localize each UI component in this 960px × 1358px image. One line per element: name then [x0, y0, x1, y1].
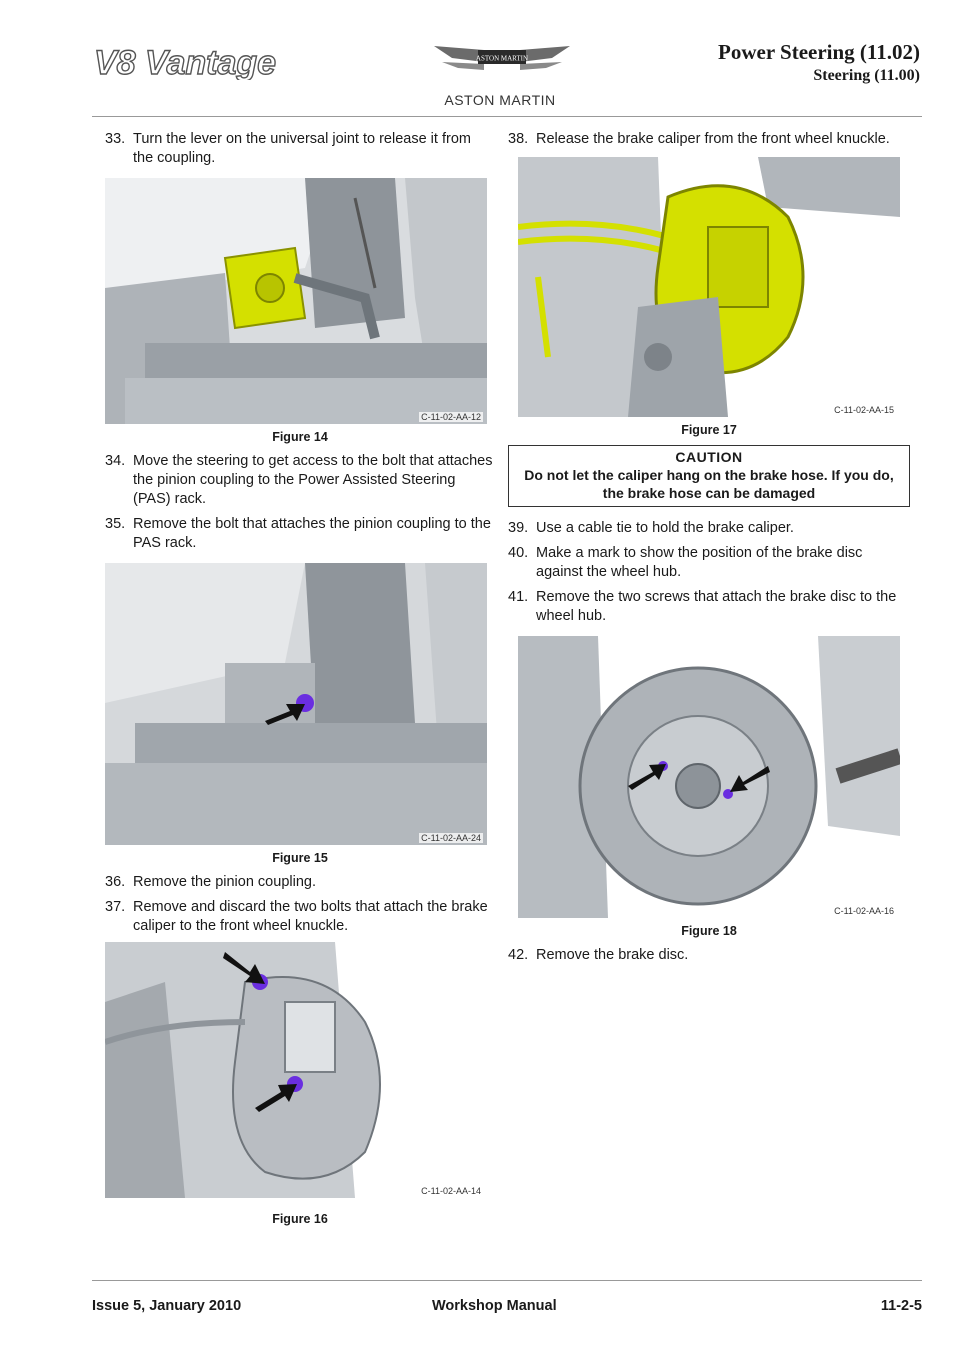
- step-35: 35. Remove the bolt that attaches the pi…: [105, 516, 491, 551]
- figure-16-caption: Figure 16: [272, 1212, 328, 1226]
- figure-14-image: C-11-02-AA-12: [105, 178, 487, 424]
- model-logo-text: V8 Vantage: [94, 44, 276, 80]
- step-39: 39. Use a cable tie to hold the brake ca…: [508, 520, 794, 536]
- v8-vantage-logo: V8 Vantage: [92, 43, 308, 82]
- caution-text: Do not let the caliper hang on the brake…: [524, 467, 894, 501]
- figure-18-caption: Figure 18: [681, 924, 737, 938]
- figure-18-code: C-11-02-AA-16: [832, 906, 896, 916]
- footer-issue: Issue 5, January 2010: [92, 1298, 242, 1314]
- figure-16-image: C-11-02-AA-14: [105, 942, 487, 1198]
- figure-15-caption: Figure 15: [272, 851, 328, 865]
- footer-rule: [92, 1280, 922, 1281]
- section-title: Power Steering (11.02) Steering (11.00): [718, 40, 920, 85]
- page-header: V8 Vantage ASTON MARTIN ASTON MARTIN Pow…: [0, 0, 960, 120]
- step-33: 33. Turn the lever on the universal join…: [105, 131, 471, 166]
- step-34: 34. Move the steering to get access to t…: [105, 453, 493, 507]
- section-name: Power Steering (11.02): [718, 40, 920, 64]
- step-40: 40. Make a mark to show the position of …: [508, 545, 863, 580]
- step-37: 37. Remove and discard the two bolts tha…: [105, 899, 488, 934]
- caution-heading: CAUTION: [675, 449, 743, 465]
- footer-page-number: 11-2-5: [880, 1298, 922, 1314]
- subsection-name: Steering (11.00): [813, 67, 920, 84]
- svg-text:ASTON MARTIN: ASTON MARTIN: [476, 55, 528, 63]
- figure-16-code: C-11-02-AA-14: [419, 1186, 483, 1196]
- figure-15-image: C-11-02-AA-24: [105, 563, 487, 845]
- right-column: 38. Release the brake caliper from the f…: [508, 130, 910, 971]
- figure-17-code: C-11-02-AA-15: [832, 405, 896, 415]
- maker-name: ASTON MARTIN: [444, 92, 556, 108]
- aston-martin-wings-emblem: ASTON MARTIN: [432, 40, 572, 80]
- header-rule: [92, 116, 922, 117]
- figure-18-image: C-11-02-AA-16: [518, 636, 900, 918]
- figure-17-caption: Figure 17: [681, 423, 737, 437]
- figure-14-caption: Figure 14: [272, 430, 328, 444]
- figure-15-code: C-11-02-AA-24: [419, 833, 483, 843]
- caution-box: CAUTION Do not let the caliper hang on t…: [508, 445, 910, 507]
- figure-17-image: C-11-02-AA-15: [518, 157, 900, 417]
- figure-14-code: C-11-02-AA-12: [419, 412, 483, 422]
- step-36: 36. Remove the pinion coupling.: [105, 874, 316, 890]
- step-42: 42. Remove the brake disc.: [508, 947, 689, 963]
- step-41: 41. Remove the two screws that attach th…: [508, 589, 897, 624]
- step-38: 38. Release the brake caliper from the f…: [508, 131, 890, 147]
- left-column: 33. Turn the lever on the universal join…: [105, 130, 495, 1234]
- footer-manual: Workshop Manual: [432, 1298, 557, 1314]
